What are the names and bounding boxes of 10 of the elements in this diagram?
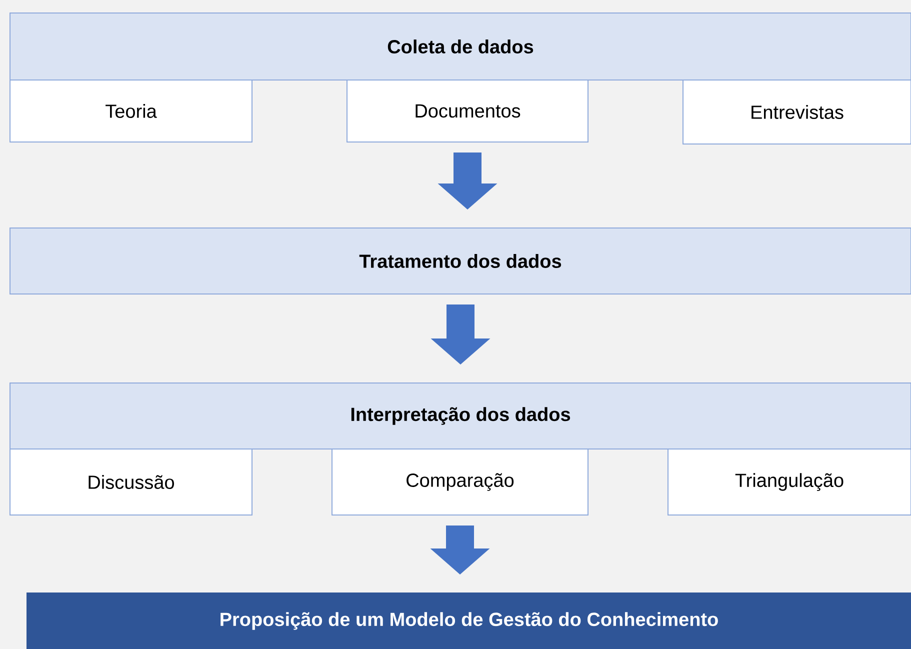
- banner-box: Interpretação dos dados: [10, 382, 911, 450]
- banner-box: Tratamento dos dados: [10, 228, 911, 294]
- item-box: Comparação: [332, 448, 588, 516]
- item-box: Documentos: [346, 80, 588, 142]
- item-box: Entrevistas: [682, 80, 911, 144]
- item-box: Discussão: [10, 448, 252, 516]
- item-box: Teoria: [10, 80, 252, 142]
- banner-box: Coleta de dados: [10, 12, 911, 80]
- item-box: Triangulação: [668, 448, 911, 516]
- result-box: Proposição de um Modelo de Gestão do Conhecimento: [26, 592, 911, 649]
